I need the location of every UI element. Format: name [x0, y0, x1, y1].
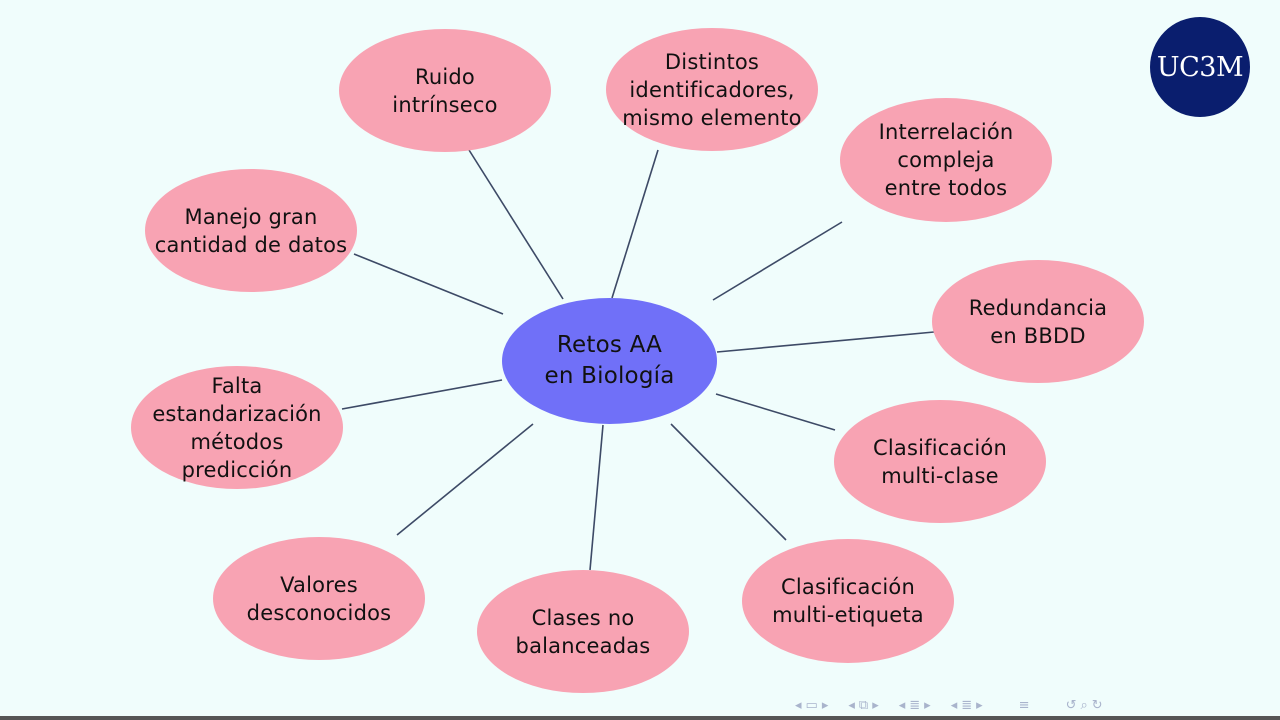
connector-interrelacion: [712, 221, 843, 301]
node-clases: Clases no balanceadas: [477, 570, 689, 693]
search-icon[interactable]: ⌕: [1080, 697, 1088, 713]
node-valores: Valores desconocidos: [213, 537, 425, 660]
connector-valores: [396, 423, 534, 536]
connector-manejo: [353, 253, 504, 315]
section-icon[interactable]: ≣: [909, 697, 921, 713]
connector-distintos: [611, 149, 659, 299]
frame-icon[interactable]: ▭: [805, 697, 818, 713]
connector-clases: [589, 424, 604, 571]
arrow-left-icon[interactable]: ◂: [950, 697, 958, 713]
subsection-icon[interactable]: ⧉: [858, 697, 869, 713]
arrow-left-icon[interactable]: ◂: [898, 697, 906, 713]
node-redundancia: Redundancia en BBDD: [932, 260, 1144, 383]
uc3m-logo: UC3M: [1150, 17, 1250, 117]
connector-falta: [341, 379, 503, 410]
arrow-right-icon[interactable]: ▸: [976, 697, 983, 713]
connector-redundancia: [716, 331, 935, 353]
node-multietiqueta: Clasificación multi-etiqueta: [742, 539, 954, 663]
arrow-left-icon[interactable]: ◂: [848, 697, 855, 713]
node-manejo: Manejo gran cantidad de datos: [145, 169, 357, 292]
center-node: Retos AA en Biología: [502, 298, 717, 424]
node-ruido: Ruido intrínseco: [339, 29, 551, 152]
node-interrelacion: Interrelación compleja entre todos: [840, 98, 1052, 222]
connector-ruido: [468, 149, 564, 300]
arrow-right-icon[interactable]: ▸: [924, 697, 931, 713]
connector-multiclase: [715, 393, 836, 431]
node-multiclase: Clasificación multi-clase: [834, 400, 1046, 523]
arrow-right-icon[interactable]: ▸: [872, 697, 879, 713]
node-distintos: Distintos identificadores, mismo element…: [606, 28, 818, 151]
node-falta: Falta estandarización métodos predicción: [131, 366, 343, 489]
slide-navigation[interactable]: ◂ ▭ ▸ ◂ ⧉ ▸ ◂ ≣ ▸ ◂ ≣ ▸ ≡ ↺ ⌕ ↻: [795, 695, 1103, 715]
align-icon[interactable]: ≣: [961, 697, 973, 713]
arrow-right-icon[interactable]: ▸: [821, 697, 829, 713]
connector-multietiqueta: [670, 423, 787, 541]
redo-icon[interactable]: ↻: [1091, 697, 1103, 713]
menu-icon[interactable]: ≡: [1018, 697, 1030, 713]
undo-icon[interactable]: ↺: [1065, 697, 1077, 713]
arrow-left-icon[interactable]: ◂: [795, 697, 802, 713]
bottom-border: [0, 716, 1280, 720]
